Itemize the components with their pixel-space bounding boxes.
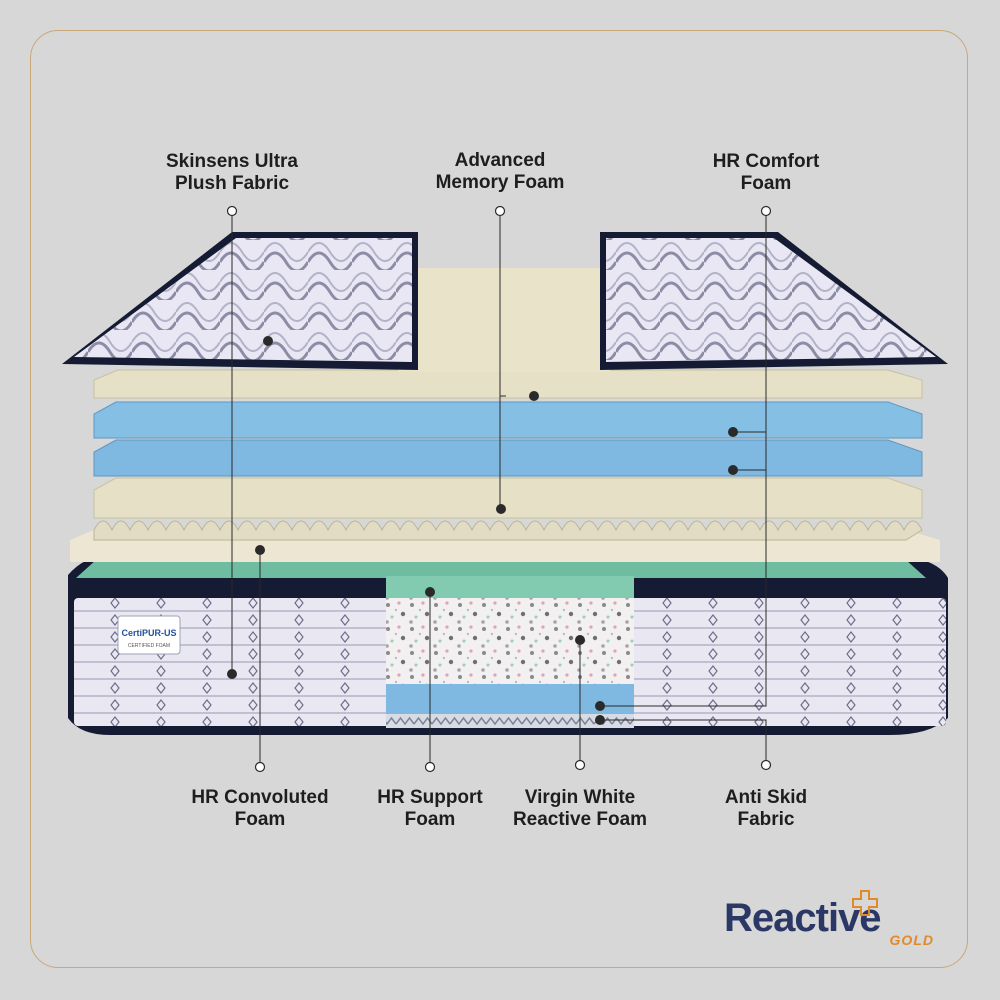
layer-markers bbox=[227, 336, 738, 725]
memory-foam-block-back bbox=[398, 268, 610, 372]
marker-base-gel bbox=[595, 701, 605, 711]
marker-skinsens-side bbox=[227, 669, 237, 679]
fabric-panel-right bbox=[600, 232, 948, 370]
label-virgin-white: Virgin White Reactive Foam bbox=[512, 787, 648, 830]
marker-gel-1 bbox=[728, 427, 738, 437]
certipur-badge: CertiPUR-US CERTIFIED FOAM bbox=[117, 615, 181, 655]
cutaway-section bbox=[386, 576, 634, 728]
label-anti-skid: Anti Skid Fabric bbox=[724, 787, 808, 830]
label-hr-comfort: HR Comfort Foam bbox=[712, 151, 820, 194]
fabric-panel-left bbox=[62, 232, 418, 370]
anchor-hr-convoluted bbox=[254, 761, 266, 773]
logo-subtitle: GOLD bbox=[889, 932, 934, 948]
marker-memory-lower bbox=[496, 504, 506, 514]
label-hr-support: HR Support Foam bbox=[377, 787, 483, 830]
label-skinsens: Skinsens Ultra Plush Fabric bbox=[166, 151, 298, 194]
marker-memory-upper bbox=[529, 391, 539, 401]
anchor-anti-skid bbox=[760, 759, 772, 771]
badge-brand-text: CertiPUR-US bbox=[121, 628, 176, 638]
label-memory-foam: Advanced Memory Foam bbox=[435, 150, 565, 193]
convoluted-foam-layer bbox=[70, 520, 940, 562]
anchor-virgin-white bbox=[574, 759, 586, 771]
marker-gel-2 bbox=[728, 465, 738, 475]
leader-lines bbox=[231, 212, 767, 766]
anchor-memory-foam bbox=[494, 205, 506, 217]
reactive-gold-logo: Reactive GOLD bbox=[724, 890, 944, 960]
marker-skinsens bbox=[263, 336, 273, 346]
gel-foam-layer-1 bbox=[93, 401, 923, 439]
memory-foam-layer-lower bbox=[93, 477, 923, 519]
marker-support bbox=[425, 587, 435, 597]
marker-anti-skid bbox=[595, 715, 605, 725]
logo-cross-icon bbox=[852, 890, 878, 916]
gel-foam-layer-2 bbox=[93, 439, 923, 477]
badge-caption-text: CERTIFIED FOAM bbox=[128, 643, 170, 649]
memory-foam-layer-upper bbox=[93, 369, 923, 399]
logo-wordmark: Reactive bbox=[724, 896, 882, 940]
outer-frame bbox=[30, 30, 968, 968]
anchor-circles bbox=[226, 205, 772, 773]
anchor-skinsens bbox=[226, 205, 238, 217]
label-hr-convoluted: HR Convoluted Foam bbox=[191, 787, 329, 830]
marker-convoluted bbox=[255, 545, 265, 555]
anchor-hr-support bbox=[424, 761, 436, 773]
anchor-hr-comfort bbox=[760, 205, 772, 217]
marker-virgin-white bbox=[575, 635, 585, 645]
